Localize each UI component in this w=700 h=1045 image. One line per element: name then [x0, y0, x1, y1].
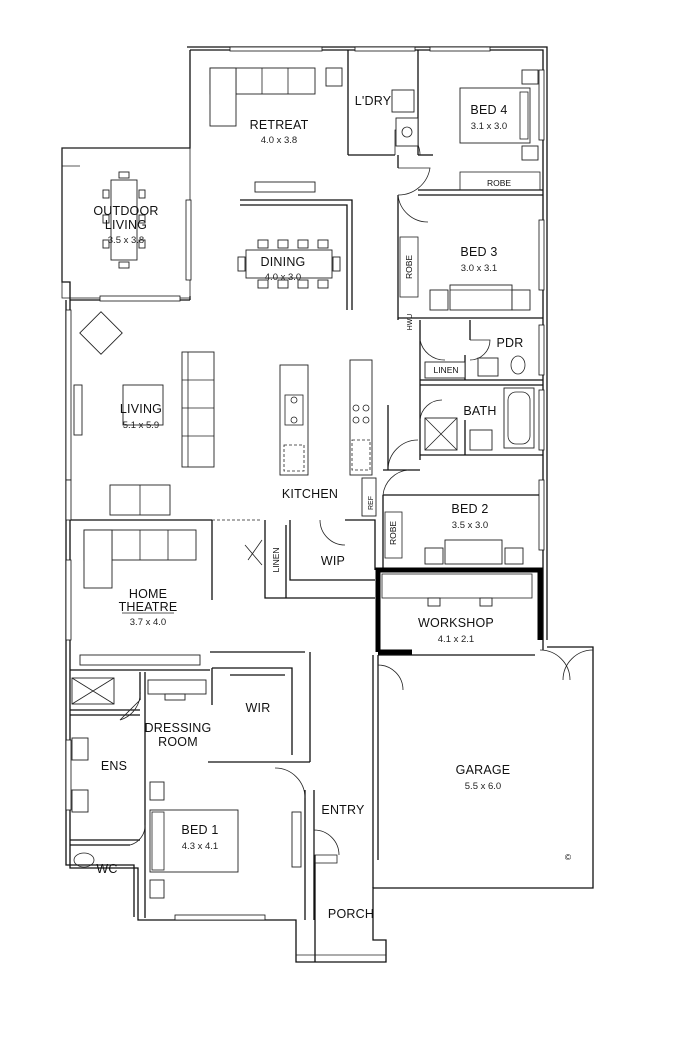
- linen-hall-name: LINEN: [433, 365, 458, 375]
- kitchen-name: KITCHEN: [282, 487, 338, 501]
- retreat-name: RETREAT: [250, 118, 309, 132]
- windows: [65, 46, 545, 921]
- bed1-size: 4.3 x 4.1: [182, 841, 218, 852]
- bed4-side-table: [521, 69, 539, 85]
- retreat-chair: [325, 67, 343, 87]
- wir-name: WIR: [246, 701, 271, 715]
- bed1-name: BED 1: [181, 823, 218, 837]
- pdr-basin: [477, 357, 499, 377]
- workshop-size: 4.1 x 2.1: [438, 634, 474, 645]
- copyright-symbol: ©: [565, 852, 572, 862]
- laundry-tub: [395, 117, 419, 147]
- bed4-size: 3.1 x 3.0: [471, 121, 507, 132]
- pdr-name: PDR: [497, 336, 524, 350]
- living-name: LIVING: [120, 402, 162, 416]
- furniture: [71, 67, 539, 899]
- bath-vanity: [469, 429, 493, 451]
- coffee-table: [122, 384, 164, 426]
- robe-bed2-label: ROBE: [388, 521, 398, 545]
- bed3-bed: [429, 284, 531, 311]
- dining-table: [237, 239, 341, 289]
- retreat-sofa: [209, 67, 316, 127]
- robe-bed4-label: ROBE: [487, 178, 511, 188]
- outdoor-name-1: OUTDOOR: [93, 204, 158, 218]
- ens-basin-2: [71, 789, 89, 813]
- outdoor-name-2: LIVING: [105, 218, 147, 232]
- theatre-size: 3.7 x 4.0: [130, 617, 166, 628]
- interior-walls: [70, 50, 543, 962]
- outdoor-size: 3.5 x 3.8: [108, 235, 144, 246]
- robe-bed3-label: ROBE: [404, 255, 414, 279]
- linen-wip-name: LINEN: [271, 547, 281, 572]
- dining-size: 4.0 x 3.0: [265, 272, 301, 283]
- bed2-bed: [424, 539, 524, 565]
- sideboard: [254, 181, 316, 193]
- ens-basin-1: [71, 737, 89, 761]
- door-swings: [119, 129, 594, 856]
- theatre-name-2: THEATRE: [119, 600, 178, 614]
- bed3-size: 3.0 x 3.1: [461, 263, 497, 274]
- wip-name: WIP: [321, 554, 345, 568]
- porch-name: PORCH: [328, 907, 374, 921]
- bed2-size: 3.5 x 3.0: [452, 520, 488, 531]
- laundry-name: L'DRY: [355, 94, 392, 108]
- pdr-toilet: [510, 355, 526, 375]
- bed4-bed: [459, 87, 531, 144]
- bed1-tv-unit: [291, 811, 302, 868]
- dressing-bench: [147, 679, 207, 695]
- room-labels: RETREAT 4.0 x 3.8 L'DRY BED 4 3.1 x 3.0 …: [93, 94, 572, 921]
- living-armchair: [79, 311, 123, 355]
- dressing-name-2: ROOM: [158, 735, 198, 749]
- hwu-label: HWU: [407, 314, 414, 331]
- dressing-name-1: DRESSING: [145, 721, 212, 735]
- kitchen-island: [279, 364, 309, 476]
- washer: [391, 89, 415, 113]
- fridge-space: [361, 477, 377, 517]
- workshop-name: WORKSHOP: [418, 616, 494, 630]
- ens-name: ENS: [101, 759, 127, 773]
- bathtub: [503, 387, 535, 449]
- ref-name: REF: [368, 496, 375, 510]
- theatre-sofa: [83, 529, 197, 589]
- retreat-size: 4.0 x 3.8: [261, 135, 297, 146]
- hall-linen: [424, 361, 466, 379]
- workshop-heavy-walls: [375, 567, 543, 655]
- garage-name: GARAGE: [456, 763, 511, 777]
- entry-name: ENTRY: [321, 803, 365, 817]
- bed4-name: BED 4: [470, 103, 507, 117]
- wc-toilet: [73, 852, 95, 868]
- living-tv-unit: [73, 384, 83, 436]
- wc-name: WC: [96, 862, 117, 876]
- theatre-tv-unit: [79, 654, 201, 666]
- kitchen-bench: [349, 359, 373, 476]
- living-sofa: [181, 351, 215, 468]
- bed3-name: BED 3: [460, 245, 497, 259]
- living-size: 5.1 x 5.9: [123, 420, 159, 431]
- bath-name: BATH: [463, 404, 496, 418]
- garage-size: 5.5 x 6.0: [465, 781, 501, 792]
- outdoor-dining-table: [102, 171, 146, 269]
- dining-name: DINING: [261, 255, 306, 269]
- bed2-name: BED 2: [451, 502, 488, 516]
- bed1-bed: [149, 809, 239, 873]
- theatre-name-1: HOME: [129, 587, 167, 601]
